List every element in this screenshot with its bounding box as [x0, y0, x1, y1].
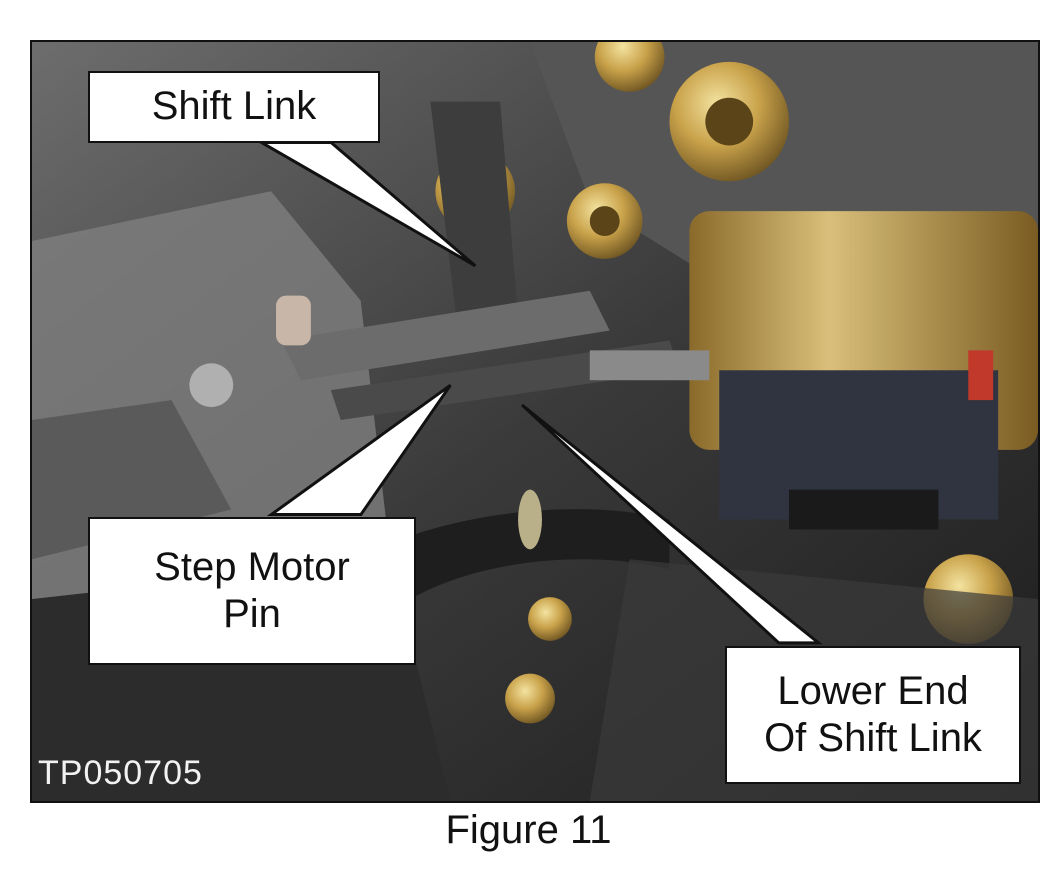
callout-lower-end-line2: Of Shift Link — [764, 716, 982, 760]
callout-shift-link-text: Shift Link — [151, 84, 317, 129]
callout-step-motor-line1: Step Motor — [154, 544, 350, 589]
callout-lower-end-line1: Lower End — [777, 668, 969, 713]
callout-lower-end-shift-link: Lower End Of Shift Link — [725, 646, 1021, 784]
photo-frame: Shift Link Step Motor Pin Lower End Of S… — [30, 40, 1040, 803]
callout-step-motor-line2: Pin — [223, 592, 281, 636]
figure-caption: Figure 11 — [445, 808, 612, 852]
callout-step-motor-pin: Step Motor Pin — [88, 517, 416, 665]
photo-id: TP050705 — [38, 754, 203, 792]
callout-shift-link: Shift Link — [88, 71, 380, 143]
